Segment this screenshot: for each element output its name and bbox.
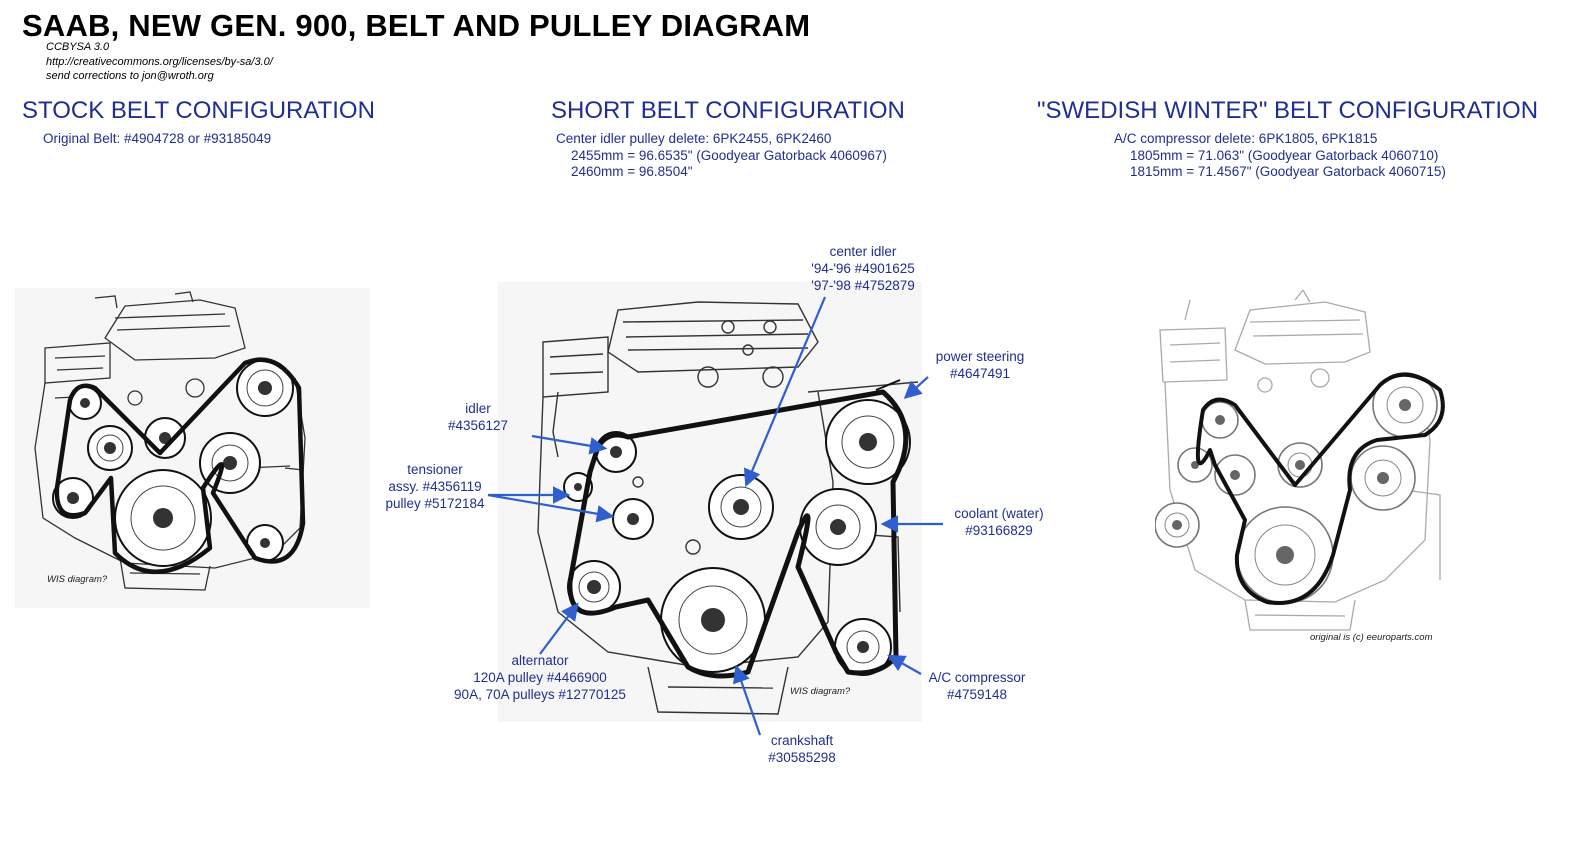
winter-belt-parts: A/C compressor delete: 6PK1805, 6PK1815 [1114,131,1378,146]
power-steering-arrow [903,376,929,399]
power-steering-label: power steering #4647491 [935,349,1025,381]
stock-engine-diagram [15,288,370,608]
winter-engine-diagram [1155,290,1445,631]
idler-arrow [531,434,608,455]
ac-compressor-arrow [887,654,922,675]
license-url: http://creativecommons.org/licenses/by-s… [46,56,273,68]
page-title: SAAB, NEW GEN. 900, BELT AND PULLEY DIAG… [22,8,811,43]
crankshaft-arrow [733,664,762,736]
center-idler-arrow [743,296,827,488]
tensioner-arrow-2 [487,493,615,523]
short-belt-parts: Center idler pulley delete: 6PK2455, 6PK… [556,131,832,146]
license-line: CCBYSA 3.0 [46,41,110,53]
tensioner-label: tensioner assy. #4356119 pulley #5172184 [385,462,485,511]
short-belt-length-2: 2460mm = 96.8504" [571,164,693,179]
alternator-arrow [539,602,579,655]
short-heading: SHORT BELT CONFIGURATION [551,97,905,124]
center-idler-label: center idler '94-'96 #4901625 '97-'98 #4… [811,244,915,293]
alternator-label: alternator 120A pulley #4466900 90A, 70A… [454,653,626,702]
winter-heading: "SWEDISH WINTER" BELT CONFIGURATION [1037,97,1539,124]
stock-belt-part: Original Belt: #4904728 or #93185049 [43,131,272,146]
winter-diagram-note: original is (c) eeuroparts.com [1310,632,1433,643]
idler-label: idler #4356127 [447,401,509,433]
ac-compressor-label: A/C compressor #4759148 [928,670,1026,702]
coolant-label: coolant (water) #93166829 [954,506,1044,538]
corrections-contact: send corrections to jon@wroth.org [46,70,214,82]
short-diagram-note: WIS diagram? [790,686,851,697]
crankshaft-label: crankshaft #30585298 [768,733,836,765]
stock-heading: STOCK BELT CONFIGURATION [22,97,375,124]
stock-diagram-note: WIS diagram? [47,574,108,585]
winter-belt-length-2: 1815mm = 71.4567" (Goodyear Gatorback 40… [1130,164,1446,179]
short-belt-length-1: 2455mm = 96.6535" (Goodyear Gatorback 40… [571,148,887,163]
winter-belt-length-1: 1805mm = 71.063" (Goodyear Gatorback 406… [1130,148,1439,163]
